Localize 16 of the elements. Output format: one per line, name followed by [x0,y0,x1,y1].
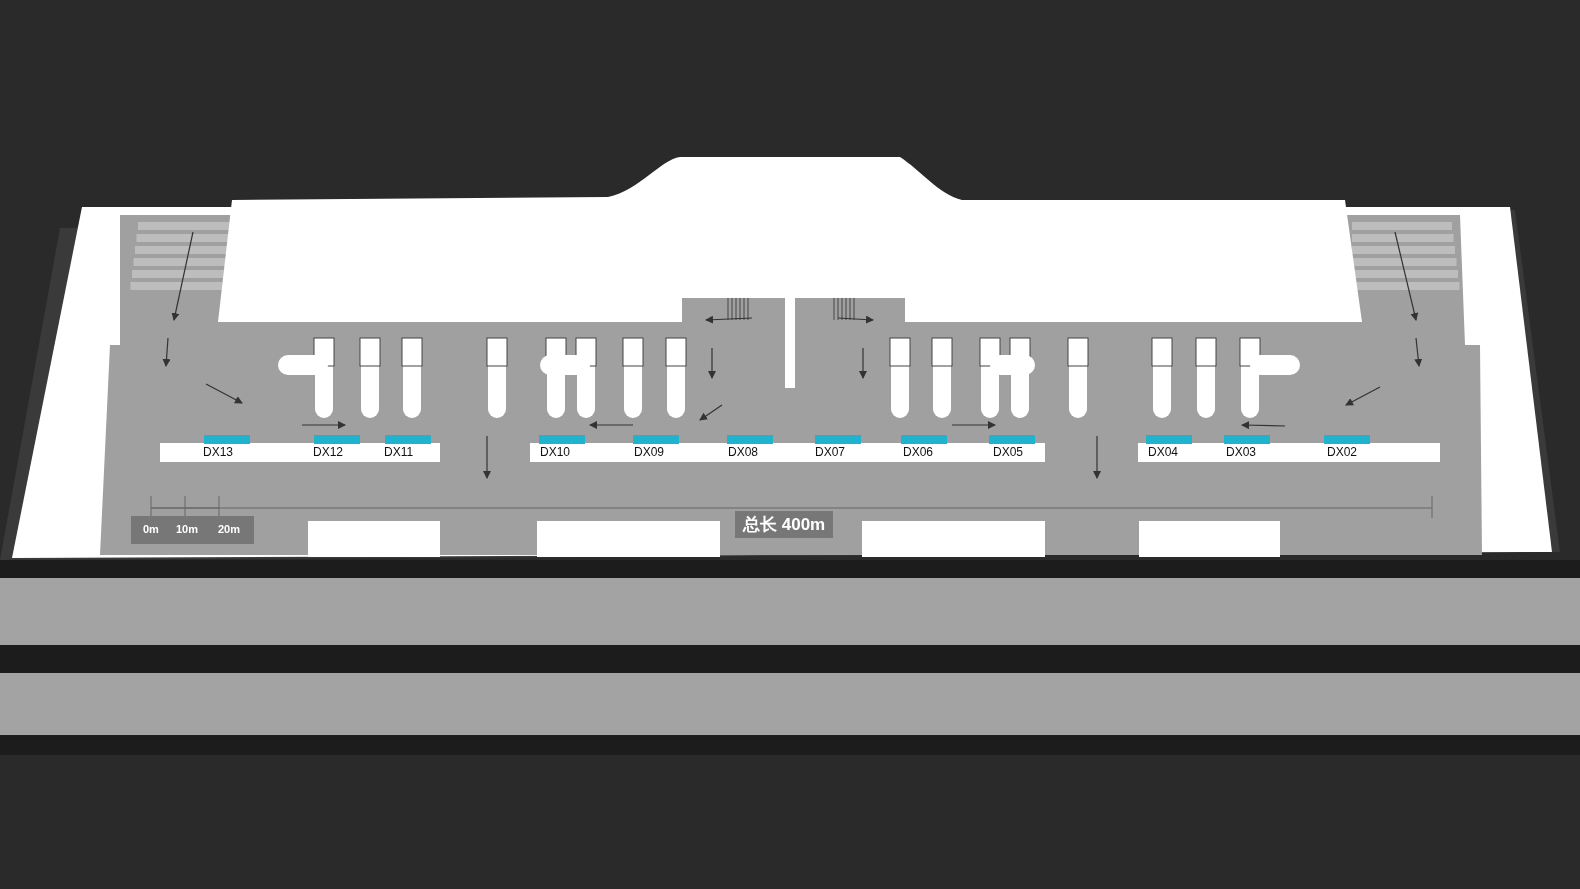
panel-code: DX03 [1226,446,1257,458]
panel-code: DX04 [1148,446,1179,458]
panel-code: DX09 [634,446,665,458]
panel-code: DX11 [384,446,414,458]
panel-code: DX10 [540,446,571,458]
panel-code: DX02 [1327,446,1358,458]
scale-label: 20m [218,524,241,535]
panel-code: DX07 [815,446,846,458]
panel-code: DX13 [203,446,234,458]
scale-label: 0m [143,524,159,535]
scale-label: 10m [176,524,199,535]
total-length-label: 总长 400m [735,511,834,538]
panel-code: DX06 [903,446,934,458]
panel-code: DX12 [313,446,344,458]
panel-code: DX05 [993,446,1024,458]
panel-code: DX08 [728,446,759,458]
